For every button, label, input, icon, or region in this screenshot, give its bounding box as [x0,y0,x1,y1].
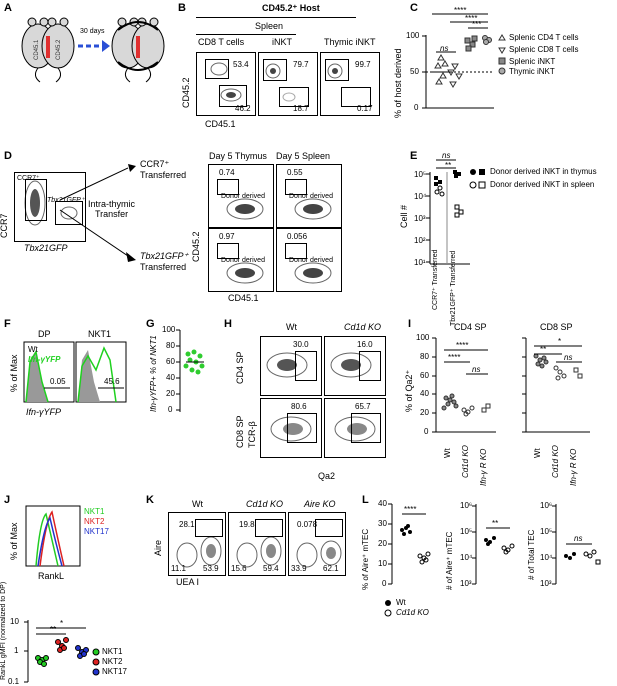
b-host-title: CD45.2⁺ Host [262,3,320,13]
panel-label-g: G [146,318,155,330]
h-plot-1: 30.0 [260,336,322,396]
panel-label-a: A [4,2,12,14]
k-plot-1: 28.1 11.1 53.9 [168,512,226,576]
panel-label-h: H [224,318,232,330]
b-col2: iNKT [272,37,292,47]
panel-label-i: I [408,318,412,330]
d-plot-1: 0.74 Donor derived [208,164,274,228]
b-col1: CD8 T cells [198,37,245,47]
h-plot-4: 65.7 [324,398,386,458]
d-plot-2: 0.55 Donor derived [276,164,342,228]
b-host-line [196,17,356,18]
k-plot-2: 19.8 15.6 59.4 [228,512,286,576]
d-plot-3: 0.97 Donor derived [208,228,274,292]
b-spleen-line [196,34,296,35]
b-plot-2: 79.7 18.7 [258,52,318,116]
b-plot-3: 99.7 0.17 [320,52,380,116]
h-plot-2: 16.0 [324,336,386,396]
days-label: 30 days [80,28,105,35]
h-plot-3: 80.6 [260,398,322,458]
b-col3: Thymic iNKT [324,37,376,47]
d-sort-plot: CCR7⁺ Tbx21GFP⁺ [14,172,86,242]
d-xlabel: Tbx21GFP [24,243,68,253]
b-spleen-title: Spleen [255,21,284,31]
panel-label-c: C [410,2,418,14]
b-plot-1: 53.4 46.2 [196,52,256,116]
panel-label-l: L [362,494,369,506]
k-plot-3: 0.078 33.9 62.1 [288,512,346,576]
panel-label-b: B [178,2,186,14]
panel-label-d: D [4,150,12,162]
panel-label-e: E [410,150,418,162]
panel-label-k: K [146,494,154,506]
panel-label-f: F [4,318,11,330]
panel-label-j: J [4,494,11,506]
b-xlabel: CD45.1 [205,119,236,129]
d-plot-4: 0.056 Donor derived [276,228,342,292]
